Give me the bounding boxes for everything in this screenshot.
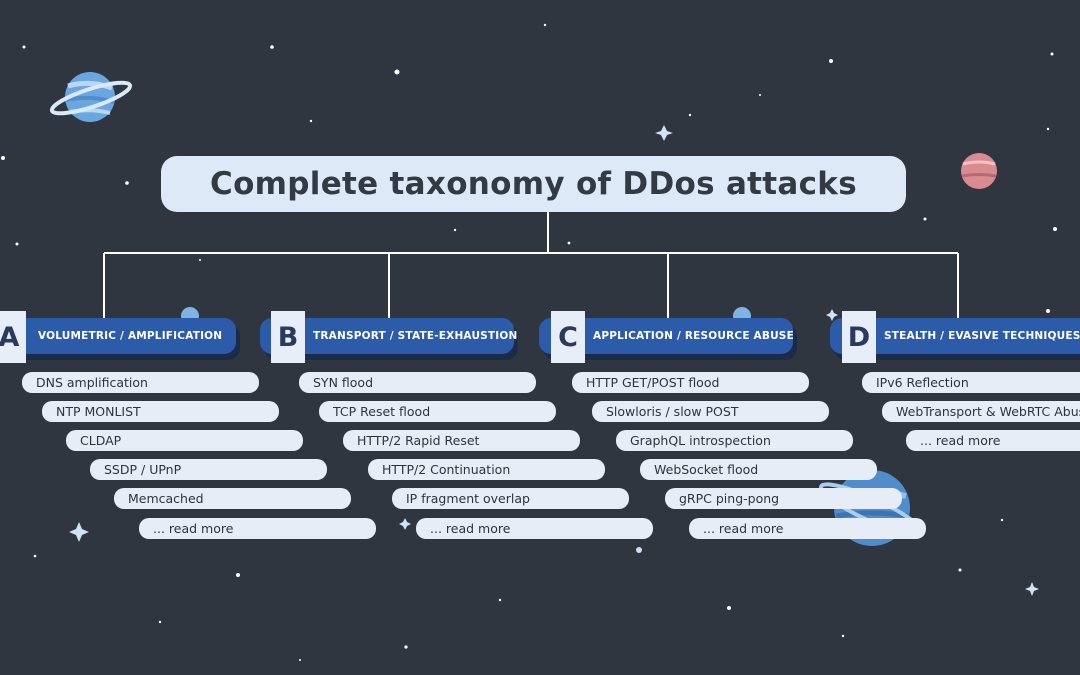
list-item: WebSocket flood bbox=[640, 459, 877, 480]
category-letter-badge: C bbox=[551, 311, 585, 363]
category-name: TRANSPORT / STATE-EXHAUSTION bbox=[313, 330, 518, 342]
list-item: DNS amplification bbox=[22, 372, 259, 393]
list-item: NTP MONLIST bbox=[42, 401, 279, 422]
connector-lines bbox=[103, 212, 959, 318]
list-item: HTTP GET/POST flood bbox=[572, 372, 809, 393]
list-item: Slowloris / slow POST bbox=[592, 401, 829, 422]
list-item: TCP Reset flood bbox=[319, 401, 556, 422]
category-letter: B bbox=[277, 321, 299, 353]
category-letter: C bbox=[558, 321, 578, 353]
category-letter: A bbox=[0, 321, 20, 353]
list-item: WebTransport & WebRTC Abuse bbox=[882, 401, 1080, 422]
stars bbox=[1, 23, 1057, 661]
ringed-planet-icon bbox=[49, 72, 133, 122]
category-letter-badge: A bbox=[0, 311, 26, 363]
read-more-link[interactable]: ... read more bbox=[139, 518, 376, 539]
list-item: Memcached bbox=[114, 488, 351, 509]
list-item: GraphQL introspection bbox=[616, 430, 853, 451]
list-item: SSDP / UPnP bbox=[90, 459, 327, 480]
list-item: IP fragment overlap bbox=[392, 488, 629, 509]
diagram-title: Complete taxonomy of DDos attacks bbox=[210, 166, 857, 202]
read-more-link[interactable]: ... read more bbox=[689, 518, 926, 539]
category-letter-badge: B bbox=[271, 311, 305, 363]
category-name: STEALTH / EVASIVE TECHNIQUES bbox=[884, 330, 1080, 342]
pink-planet-icon bbox=[961, 153, 997, 189]
list-item: HTTP/2 Rapid Reset bbox=[343, 430, 580, 451]
category-name: APPLICATION / RESOURCE ABUSE bbox=[593, 330, 794, 342]
sparkle-star-icon bbox=[69, 125, 1039, 596]
title-box: Complete taxonomy of DDos attacks bbox=[161, 156, 906, 212]
category-letter: D bbox=[847, 321, 871, 353]
read-more-link[interactable]: ... read more bbox=[906, 430, 1080, 451]
list-item: HTTP/2 Continuation bbox=[368, 459, 605, 480]
category-letter-badge: D bbox=[842, 311, 876, 363]
list-item: gRPC ping-pong bbox=[665, 488, 902, 509]
list-item: SYN flood bbox=[299, 372, 536, 393]
category-header-bar bbox=[4, 318, 236, 354]
category-name: VOLUMETRIC / AMPLIFICATION bbox=[38, 330, 223, 342]
list-item: CLDAP bbox=[66, 430, 303, 451]
list-item: IPv6 Reflection bbox=[862, 372, 1080, 393]
read-more-link[interactable]: ... read more bbox=[416, 518, 653, 539]
